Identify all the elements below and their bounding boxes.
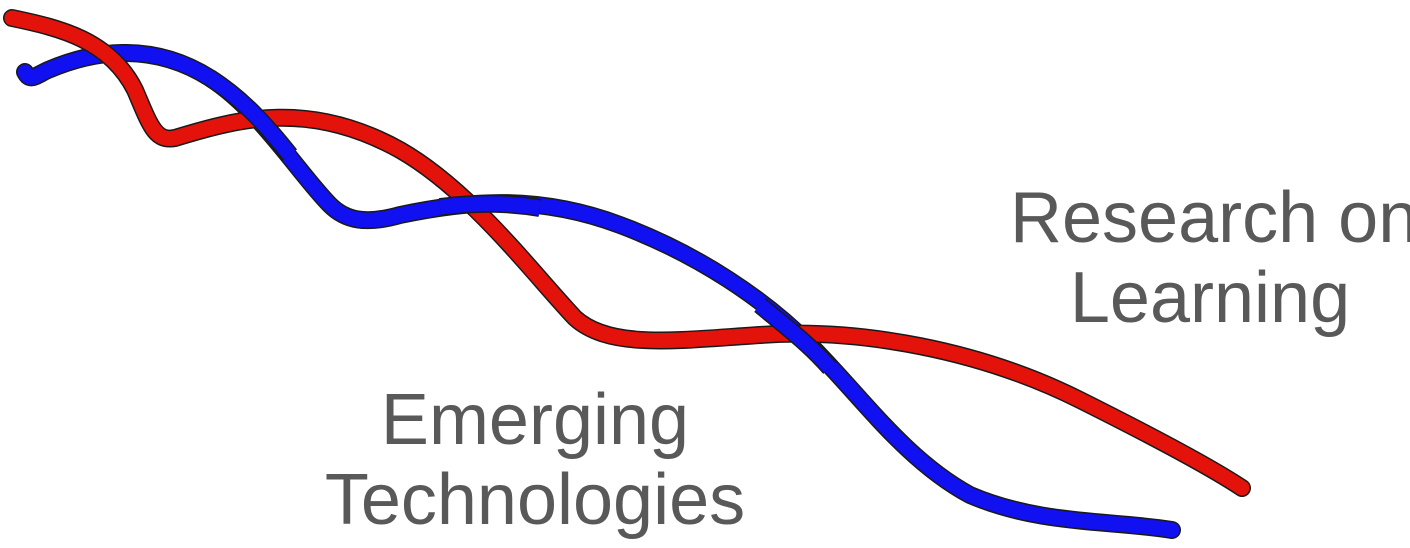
blue-strand-crossing-0 — [205, 71, 296, 160]
emerging-technologies-label: Emerging Technologies — [305, 380, 765, 540]
blue-strand-crossing-2 — [755, 299, 836, 373]
red-strand — [4, 10, 1250, 496]
emerging-label-line2: Technologies — [324, 460, 746, 540]
research-label-line2: Learning — [1069, 258, 1351, 338]
emerging-label-line1: Emerging — [380, 380, 690, 460]
blue-strand-crossing-1 — [439, 196, 542, 216]
research-label-line1: Research on — [1010, 178, 1410, 258]
research-on-learning-label: Research on Learning — [1010, 178, 1410, 338]
